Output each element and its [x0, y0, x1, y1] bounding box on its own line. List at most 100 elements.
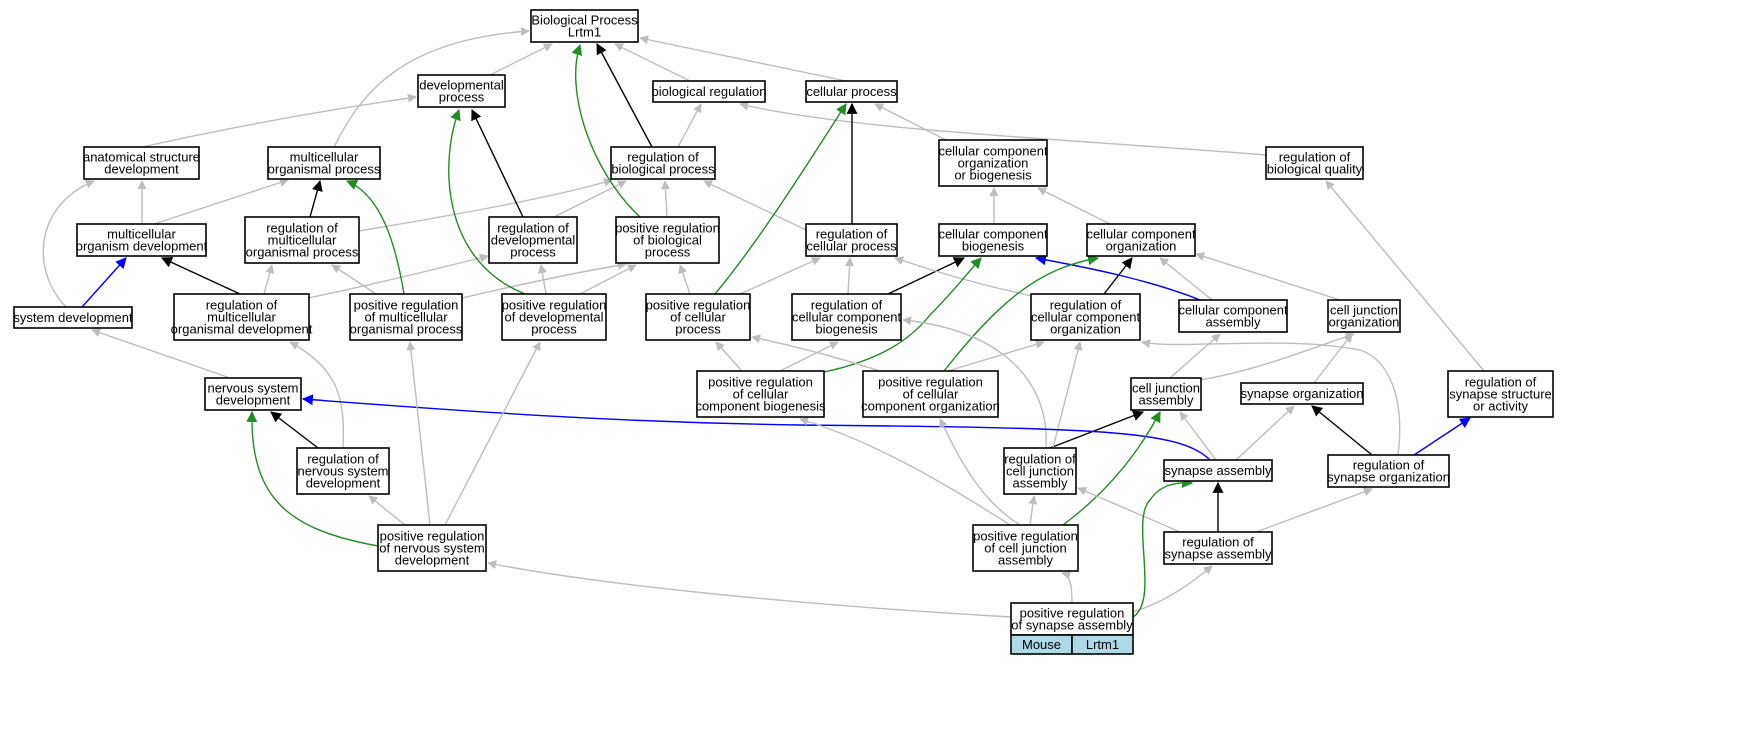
- go-term-label-line: cellular process: [806, 84, 897, 99]
- go-term-label-line: regulation of: [1050, 298, 1122, 313]
- edge-is-a-reg-cj-assembly-to-reg-cc-org: [1052, 341, 1083, 449]
- go-term-syn-org[interactable]: synapse organization: [1240, 382, 1364, 405]
- go-term-label-line: positive regulation: [354, 298, 459, 313]
- edge-is-a-anat-dev-to-dev-process: [141, 93, 417, 148]
- edge-is-a-reg-syn-assembly-to-reg-syn-org: [1255, 487, 1373, 533]
- go-term-label-line: biogenesis: [815, 322, 878, 337]
- go-term-label-line: cellular component: [1031, 310, 1141, 325]
- go-term-sys-dev[interactable]: system development: [13, 306, 133, 329]
- edge-is-a-pos-reg-dev-proc-to-pos-reg-bio-proc: [579, 264, 637, 295]
- go-term-label-line: of biological: [633, 233, 702, 248]
- go-term-label-line: or biogenesis: [954, 168, 1032, 183]
- go-term-label-line: process: [675, 322, 721, 337]
- edge-regulates-reg-syn-org-to-syn-org: [1311, 405, 1373, 456]
- go-term-label-line: development: [395, 553, 470, 568]
- edge-regulates-reg-cc-org-to-cc-org: [1103, 257, 1133, 295]
- go-term-label-line: organization: [1106, 239, 1177, 254]
- go-term-syn-assembly[interactable]: synapse assembly: [1163, 459, 1273, 482]
- go-term-label-line: assembly: [1206, 315, 1261, 330]
- edge-is-a-ns-dev-to-sys-dev: [91, 328, 231, 379]
- edge-is-a-pos-reg-syn-assembly-to-pos-reg-cj-assembly: [1061, 570, 1073, 604]
- go-term-label-line: positive regulation: [973, 529, 1078, 544]
- edge-is-a-pos-reg-dev-proc-to-reg-dev-proc: [537, 264, 547, 295]
- go-term-label-line: multicellular: [268, 233, 337, 248]
- edge-is-a-sys-dev-to-anat-dev: [42, 179, 95, 308]
- go-term-label-line: of nervous system: [379, 541, 485, 556]
- edge-is-a-pos-reg-ns-dev-to-pos-reg-mc-org-proc: [406, 341, 431, 526]
- edge-is-a-reg-bio-quality-to-bio-reg: [739, 101, 1267, 156]
- go-term-label-line: of cellular: [903, 387, 959, 402]
- go-term-label-line: organism development: [76, 239, 208, 254]
- go-term-label-line: positive regulation: [646, 298, 751, 313]
- go-term-label-line: of cellular: [670, 310, 726, 325]
- go-term-label-line: organization: [1050, 322, 1121, 337]
- edge-is-a-syn-assembly-to-cj-assembly: [1179, 411, 1217, 461]
- edge-is-a-pos-reg-cc-biogenesis-to-reg-cc-biogenesis: [779, 341, 839, 372]
- go-term-label-line: assembly: [1139, 393, 1194, 408]
- go-term-label-line: cellular component: [1086, 227, 1196, 242]
- gene-tag-label: Lrtm1: [1086, 637, 1119, 652]
- edge-regulates-reg-mc-org-dev-to-mc-org-dev: [161, 257, 241, 295]
- edge-is-a-pos-reg-bio-proc-to-reg-bio-proc: [660, 180, 670, 218]
- go-term-label-line: of synapse assembly: [1011, 618, 1133, 633]
- edge-is-a-pos-reg-mc-org-proc-to-pos-reg-bio-proc: [461, 260, 627, 299]
- edge-is-a-reg-bio-proc-to-bio-reg: [677, 103, 702, 148]
- edge-part-of-reg-syn-org-to-reg-syn-struct: [1413, 417, 1471, 456]
- edge-is-a-reg-syn-struct-to-reg-bio-quality: [1325, 180, 1485, 372]
- go-term-label-line: nervous system: [297, 464, 388, 479]
- edge-is-a-reg-cc-biogenesis-to-reg-cell-proc: [845, 257, 855, 295]
- go-term-label-line: anatomical structure: [83, 150, 200, 165]
- go-term-bio-reg[interactable]: biological regulation: [652, 80, 767, 103]
- go-term-cell-proc[interactable]: cellular process: [805, 80, 898, 103]
- edge-is-a-cc-org-bio-to-cell-proc: [874, 103, 947, 141]
- go-term-label-line: cellular component: [938, 227, 1048, 242]
- edge-regulates-reg-ns-dev-to-ns-dev: [270, 411, 319, 449]
- go-term-label-line: organization: [1329, 315, 1400, 330]
- go-term-label-line: nervous system: [207, 381, 298, 396]
- edge-layer: [42, 27, 1485, 618]
- edge-is-a-cc-org-to-cc-org-bio: [1037, 187, 1111, 225]
- go-term-label-line: regulation of: [1182, 535, 1254, 550]
- go-term-label-line: positive regulation: [615, 221, 720, 236]
- go-term-label-line: of multicellular: [364, 310, 448, 325]
- go-term-label-line: positive regulation: [380, 529, 485, 544]
- edge-is-a-cj-assembly-to-cc-assembly: [1169, 333, 1221, 379]
- go-term-label-line: positive regulation: [708, 375, 813, 390]
- go-term-label-line: regulation of: [811, 298, 883, 313]
